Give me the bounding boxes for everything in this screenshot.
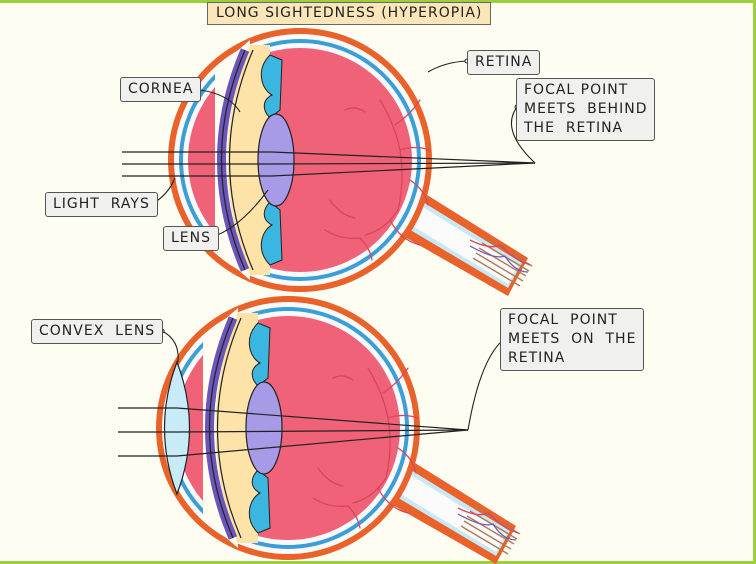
label-convex-lens: CONVEX LENS <box>31 319 164 344</box>
convex-lens-shape <box>163 360 191 496</box>
top-light-rays <box>122 151 536 177</box>
diagram-title: LONG SIGHTEDNESS (HYPEROPIA) <box>207 2 492 25</box>
label-cornea: CORNEA <box>120 77 202 102</box>
label-retina: RETINA <box>467 50 541 75</box>
label-focal-point-behind: FOCAL POINT MEETS BEHIND THE RETINA <box>516 78 656 141</box>
bottom-light-rays <box>118 407 469 457</box>
label-lens: LENS <box>163 226 220 251</box>
label-focal-point-on: FOCAL POINT MEETS ON THE RETINA <box>500 308 645 371</box>
label-light-rays: LIGHT RAYS <box>45 192 158 217</box>
